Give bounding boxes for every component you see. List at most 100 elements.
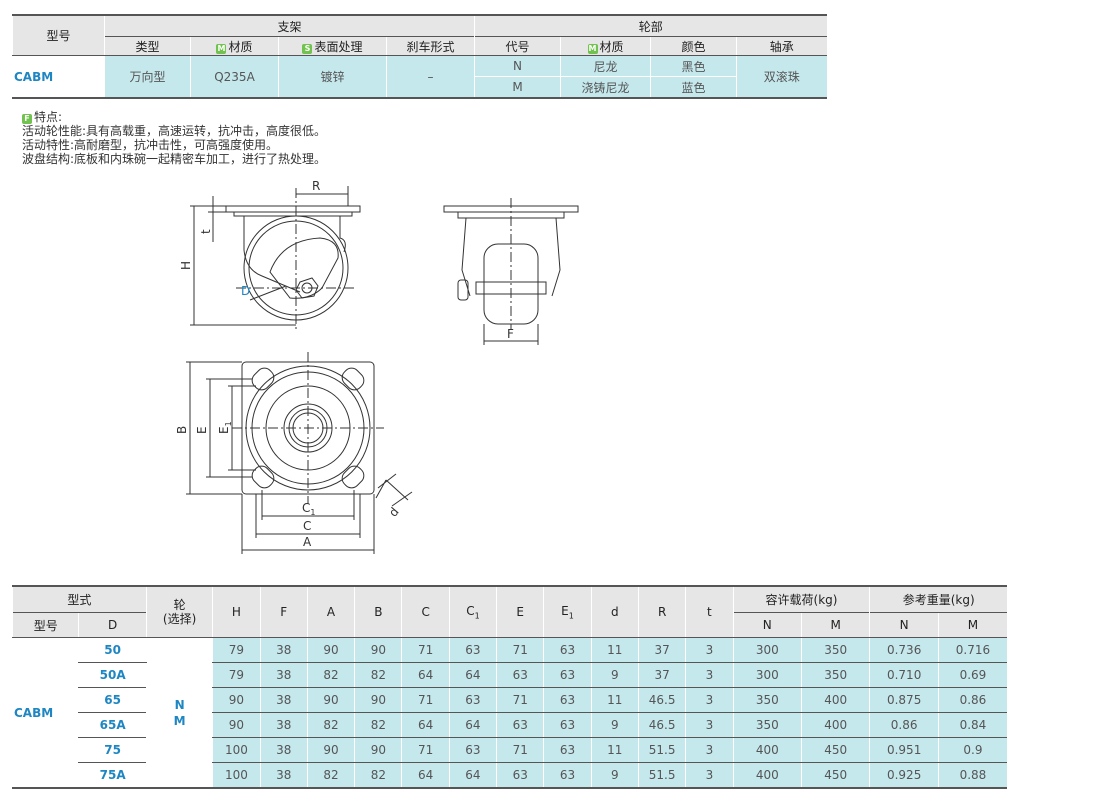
dims-col-B: B [354,585,402,638]
dims-cell-h: 79 [212,662,261,688]
dims-cell-e: 63 [496,762,544,789]
dims-cell-load-m: 350 [800,662,870,688]
feature-line: 活动轮性能:具有高载重，高速运转，抗冲击，高度很低。 [22,124,327,138]
spec-col-type: 类型 [104,36,191,56]
spec-wheel-code: M [474,76,561,99]
dims-cell-r: 46.5 [637,712,686,738]
dims-model-header: 型号 [11,612,79,638]
dims-cell-load-m: 450 [800,737,870,763]
dims-cell-e: 71 [496,687,544,713]
dims-cell-a: 82 [306,712,355,738]
dims-weight-n: N [869,612,939,638]
dims-cell-a: 82 [306,662,355,688]
spec-col-color: 颜色 [650,36,737,56]
dims-cell-load-n: 300 [732,662,802,688]
dims-weight-m: M [937,612,1007,638]
dims-cell-load-n: 350 [732,687,802,713]
dims-col-F: F [259,585,308,638]
dims-d-value: 65A [78,712,147,738]
spec-col-code: 代号 [474,36,561,56]
surface-badge-icon: S [302,43,313,54]
dims-load-header: 容许载荷(kg) [732,585,870,613]
dims-cell-f: 38 [259,637,308,663]
spec-wheel-material: 浇铸尼龙 [560,76,651,99]
label-D: D [241,284,250,298]
dims-load-n: N [732,612,802,638]
dims-cell-e: 63 [496,712,544,738]
dims-cell-h: 90 [212,687,261,713]
dims-col-C1: C1 [448,585,497,638]
dims-cell-a: 90 [306,737,355,763]
side-top-plate [225,205,361,213]
front-bracket [461,217,561,297]
dims-cell-c1: 63 [448,687,497,713]
dims-cell-e1: 63 [543,737,592,763]
spec-brake-value: – [385,55,475,99]
dims-col-d: d [590,585,639,638]
dims-cell-h: 100 [212,737,261,763]
dims-cell-d: 9 [590,712,639,738]
dims-cell-c1: 64 [448,762,497,789]
dims-cell-c: 64 [401,662,450,688]
spec-surface-value: 镀锌 [278,55,387,99]
dims-cell-c: 71 [401,637,450,663]
dims-cell-load-m: 400 [800,712,870,738]
dims-cell-t: 3 [685,762,734,789]
spec-col-bearing: 轴承 [736,36,827,56]
spec-wheel-color: 蓝色 [650,76,737,99]
dims-cell-b: 90 [354,737,402,763]
dims-cell-w-n: 0.951 [869,737,939,763]
dims-cell-e1: 63 [543,662,592,688]
dims-cell-w-n: 0.86 [869,712,939,738]
dims-col-C: C [401,585,450,638]
dims-col-A: A [306,585,355,638]
dims-cell-c: 64 [401,712,450,738]
dims-cell-w-n: 0.710 [869,662,939,688]
label-F: F [507,327,514,341]
dims-cell-f: 38 [259,687,308,713]
dims-d-value: 50A [78,662,147,688]
label-E1: E1 [217,421,233,434]
dims-cell-e: 71 [496,737,544,763]
label-C1: C1 [302,501,315,517]
dims-cell-w-m: 0.84 [937,712,1007,738]
spec-wheel-code: N [474,55,561,77]
label-E: E [195,426,209,434]
material-badge-icon: M [587,43,598,54]
dims-cell-f: 38 [259,762,308,789]
dims-cell-c1: 63 [448,737,497,763]
top-mount-slots [251,367,365,489]
dims-weight-header: 参考重量(kg) [869,585,1007,613]
label-A: A [303,535,312,549]
dims-cell-d: 11 [590,687,639,713]
dims-cell-load-n: 350 [732,712,802,738]
dims-cell-e1: 63 [543,712,592,738]
label-t: t [199,229,213,234]
dims-cell-f: 38 [259,662,308,688]
dims-d-value: 75 [78,737,147,763]
dims-cell-e: 63 [496,662,544,688]
dims-col-E: E [496,585,544,638]
dims-load-m: M [800,612,870,638]
material-badge-icon: M [216,43,227,54]
dims-col-R: R [637,585,686,638]
dims-cell-f: 38 [259,737,308,763]
dims-cell-b: 90 [354,637,402,663]
dims-cell-e: 71 [496,637,544,663]
dims-cell-w-m: 0.69 [937,662,1007,688]
dims-cell-c: 64 [401,762,450,789]
dims-col-t: t [685,585,734,638]
dims-cell-a: 82 [306,762,355,789]
dims-cell-b: 82 [354,712,402,738]
spec-wheel-header: 轮部 [474,14,827,37]
dims-form-header: 型式 [12,585,147,613]
feature-line: 波盘结构:底板和内珠碗一起精密车加工，进行了热处理。 [22,152,327,166]
